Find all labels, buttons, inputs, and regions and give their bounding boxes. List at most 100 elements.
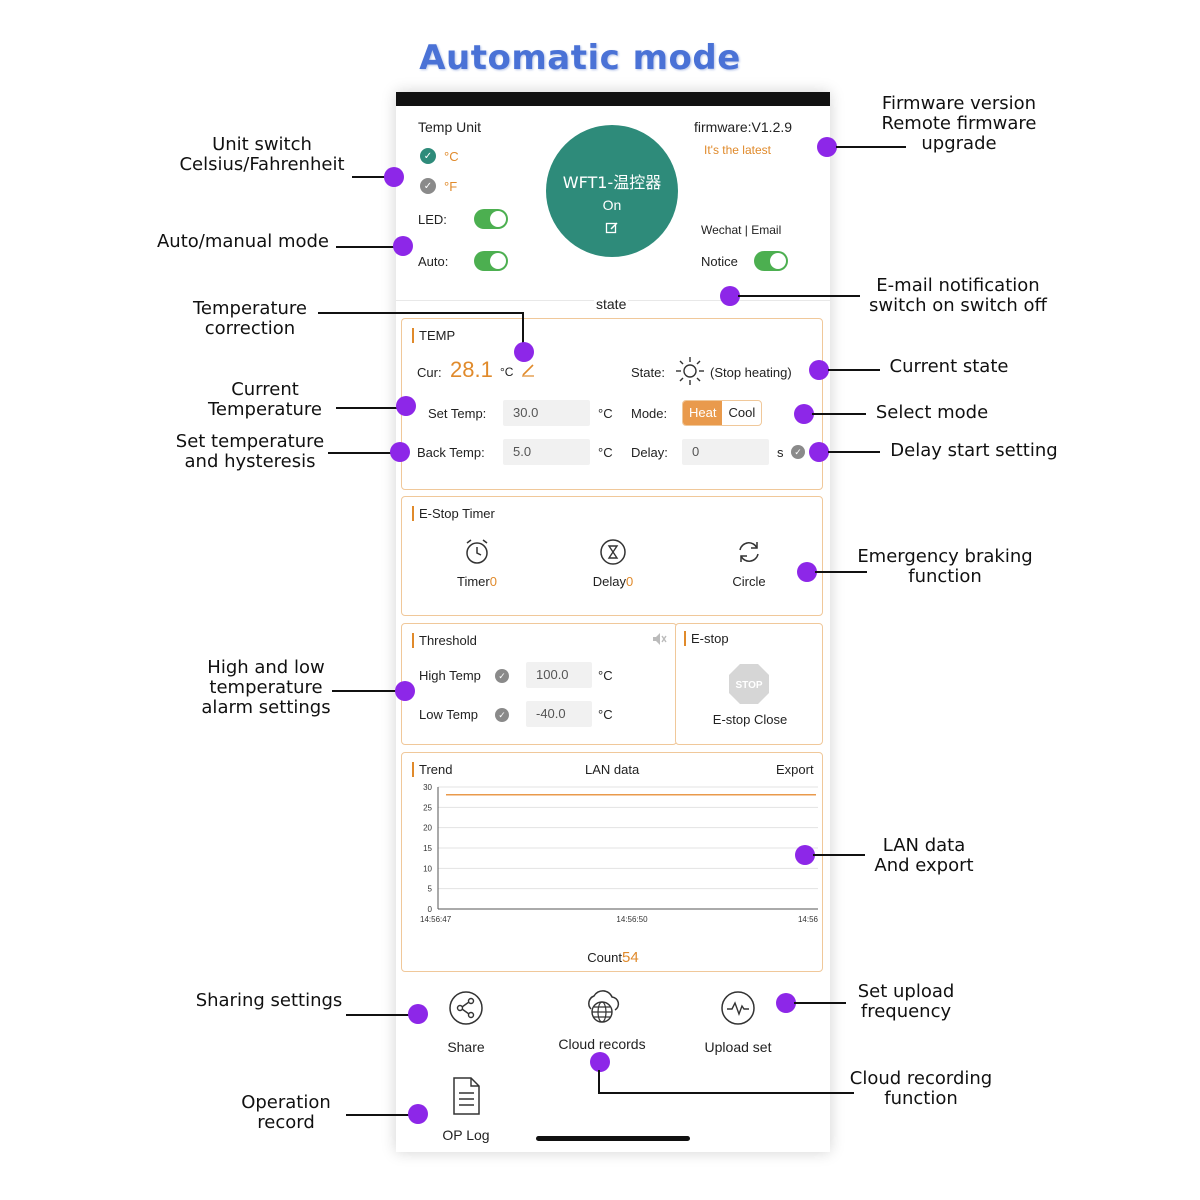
high-temp-check-icon[interactable]: ✓ [495, 669, 509, 683]
upload-set-button[interactable]: Upload set [698, 990, 778, 1055]
device-status-circle[interactable]: WFT1-温控器 On [546, 125, 678, 257]
cloud-globe-icon [588, 990, 620, 1023]
delay-button[interactable]: Delay0 [578, 537, 648, 589]
celsius-option[interactable]: ✓ °C [420, 148, 459, 164]
leader-line [813, 854, 865, 856]
device-state: On [602, 197, 622, 213]
marker-dot [795, 845, 815, 865]
y-tick-label: 20 [423, 824, 432, 833]
cur-label: Cur: [417, 365, 442, 380]
high-temp-label: High Temp [419, 668, 481, 683]
led-label: LED: [418, 212, 447, 227]
leader-line [836, 146, 906, 148]
hourglass-icon [600, 539, 626, 565]
annotation-line: Emergency braking [857, 546, 1033, 567]
annotation-line: and hysteresis [184, 451, 316, 472]
annotation-line: alarm settings [201, 697, 331, 718]
delay-unit: s [777, 445, 784, 460]
leader-line [336, 246, 394, 248]
timer-button[interactable]: Timer0 [442, 537, 512, 589]
op-log-label: OP Log [442, 1127, 490, 1143]
leader-line [738, 295, 860, 297]
annotation-line: Select mode [875, 402, 989, 423]
marker-dot [384, 167, 404, 187]
annotation-line: Temperature [192, 298, 308, 319]
leader-line [522, 312, 524, 352]
celsius-label: °C [444, 148, 459, 164]
count-label: Count [587, 950, 622, 965]
temp-unit-label: Temp Unit [418, 119, 482, 135]
auto-toggle[interactable] [474, 251, 508, 271]
home-indicator [536, 1136, 690, 1141]
y-tick-label: 10 [423, 864, 432, 873]
low-temp-input[interactable]: -40.0 [526, 701, 592, 727]
correction-edit-icon[interactable] [521, 363, 537, 379]
annotation-line: frequency [860, 1001, 952, 1022]
marker-dot [776, 993, 796, 1013]
delay-label: Delay: [631, 445, 668, 460]
cloud-records-button[interactable]: Cloud records [546, 987, 658, 1052]
annotation-line: Unit switch [212, 134, 312, 155]
circle-label: Circle [732, 574, 766, 589]
delay-value: 0 [626, 574, 634, 589]
marker-dot [514, 342, 534, 362]
lan-data-button[interactable]: LAN data [585, 762, 640, 777]
edit-icon[interactable] [604, 221, 620, 237]
document-icon [453, 1077, 480, 1115]
pulse-icon [721, 991, 755, 1025]
set-temp-input[interactable]: 30.0 [503, 400, 590, 426]
annotation-line: correction [204, 318, 296, 339]
share-button[interactable]: Share [426, 990, 506, 1055]
annotation-auto-manual: Auto/manual mode [146, 232, 340, 252]
mode-cool-button[interactable]: Cool [728, 405, 756, 420]
annotation-select-mode: Select mode [870, 403, 994, 423]
estop-title: E-stop [684, 631, 729, 646]
annotation-line: Sharing settings [195, 990, 343, 1011]
mute-icon[interactable] [651, 631, 669, 649]
leader-line [828, 369, 880, 371]
export-button[interactable]: Export [776, 762, 814, 777]
op-log-button[interactable]: OP Log [426, 1076, 506, 1143]
delay-confirm-icon[interactable]: ✓ [791, 445, 805, 459]
circle-button[interactable]: Circle [714, 537, 784, 589]
alarm-clock-icon [466, 539, 488, 564]
annotation-line: Cloud recording [849, 1068, 993, 1089]
notice-toggle[interactable] [754, 251, 788, 271]
x-tick-label: 14:56:47 [420, 915, 452, 924]
annotation-line: Temperature [207, 399, 323, 420]
annotation-line: Remote firmware [881, 113, 1037, 134]
low-temp-check-icon[interactable]: ✓ [495, 708, 509, 722]
threshold-title: Threshold [412, 633, 477, 648]
marker-dot [720, 286, 740, 306]
page-title: Automatic mode [419, 38, 741, 78]
mode-heat-button[interactable]: Heat [683, 401, 723, 425]
leader-line [328, 452, 392, 454]
firmware-version[interactable]: firmware:V1.2.9 [694, 119, 793, 135]
annotation-line: Set temperature [175, 431, 325, 452]
fahrenheit-option[interactable]: ✓ °F [420, 178, 457, 194]
state-value: (Stop heating) [710, 365, 792, 380]
cloud-records-label: Cloud records [558, 1036, 646, 1052]
state-label: State: [631, 365, 665, 380]
annotation-line: And export [874, 855, 974, 876]
led-toggle[interactable] [474, 209, 508, 229]
y-tick-label: 25 [423, 803, 432, 812]
set-temp-unit: °C [598, 406, 613, 421]
marker-dot [809, 360, 829, 380]
timer-value: 0 [489, 574, 497, 589]
delay-input[interactable]: 0 [682, 439, 769, 465]
annotation-sharing: Sharing settings [186, 991, 352, 1011]
back-temp-label: Back Temp: [417, 445, 485, 460]
back-temp-input[interactable]: 5.0 [503, 439, 590, 465]
high-temp-input[interactable]: 100.0 [526, 662, 592, 688]
stop-sign-icon[interactable]: STOP [727, 662, 771, 706]
leader-line [598, 1070, 600, 1094]
marker-dot [809, 442, 829, 462]
leader-line [332, 690, 398, 692]
cur-unit: °C [500, 365, 514, 379]
notify-channels: Wechat | Email [701, 223, 782, 237]
